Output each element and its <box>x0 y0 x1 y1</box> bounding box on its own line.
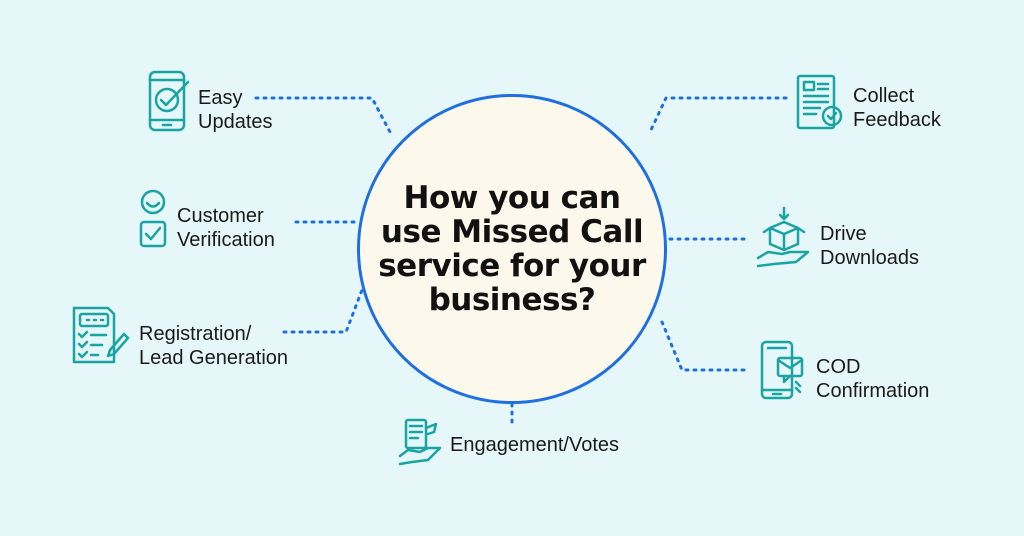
hand-box-download-icon <box>756 206 812 268</box>
label-engagement: Engagement/Votes <box>450 434 620 456</box>
form-pen-icon <box>70 306 130 366</box>
label-cod-confirmation: COD Confirmation <box>816 356 930 402</box>
label-collect-feedback: Collect Feedback <box>853 85 941 131</box>
connector-registration <box>282 288 364 334</box>
phone-message-icon <box>760 340 806 400</box>
hand-document-icon <box>398 418 444 466</box>
label-registration: Registration/ Lead Generation <box>139 323 289 369</box>
smiley-checkbox-icon <box>136 188 170 250</box>
center-title: How you can use Missed Call service for … <box>378 180 646 318</box>
connector-collect-feedback <box>648 96 788 134</box>
document-badge-icon <box>796 74 844 130</box>
label-easy-updates: Easy Updates <box>198 87 273 133</box>
label-customer-verification: Customer Verification <box>177 205 275 251</box>
connector-easy-updates <box>254 96 392 134</box>
label-drive-downloads: Drive Downloads <box>820 223 919 269</box>
center-circle: How you can use Missed Call service for … <box>357 94 667 404</box>
smartphone-check-icon <box>148 70 190 132</box>
connector-cod-confirmation <box>660 320 750 372</box>
